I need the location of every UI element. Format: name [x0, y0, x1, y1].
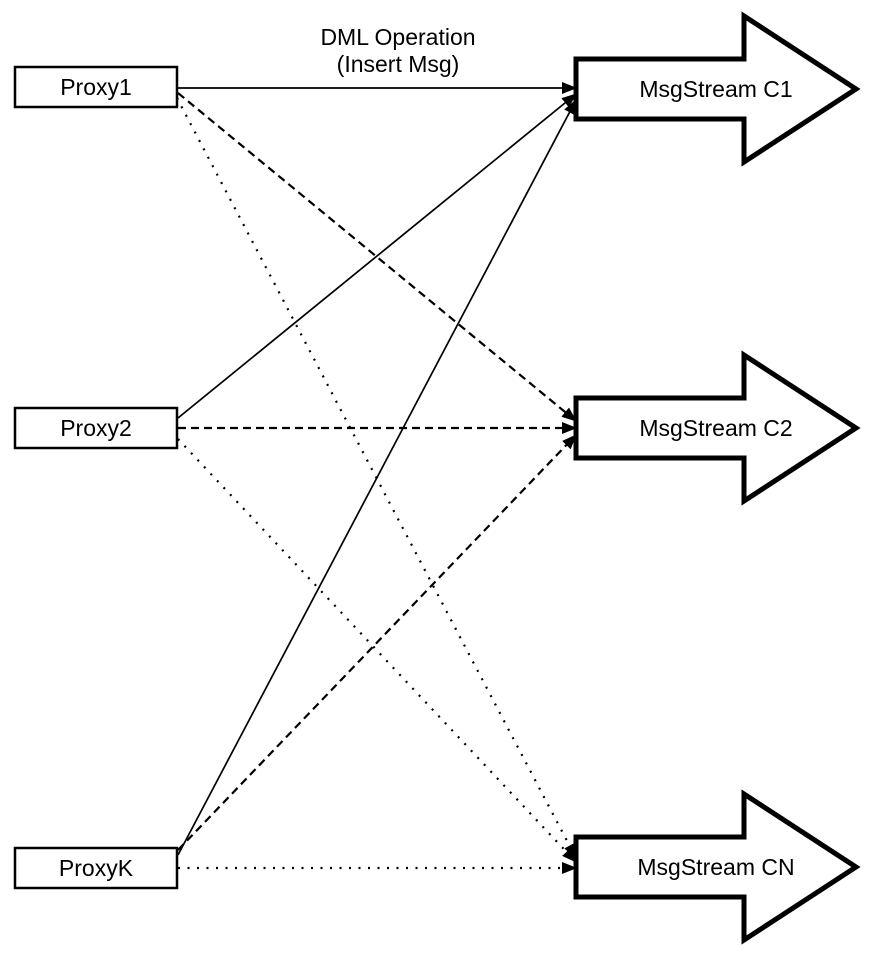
msgstream-c1-label: MsgStream C1	[639, 76, 792, 102]
msgstream-cn-label: MsgStream CN	[637, 854, 794, 880]
proxy2-box	[13, 406, 179, 450]
diagram-title-line1: DML Operation	[320, 24, 475, 50]
proxy2-label: Proxy2	[60, 415, 132, 441]
block-arrow-cn	[573, 789, 861, 945]
proxyk-box	[13, 846, 179, 890]
connector-proxyk-msgstream-c2	[177, 434, 577, 851]
msgstream-c2-label: MsgStream C2	[639, 415, 792, 441]
msgstream-c2-shape: MsgStream C2	[573, 350, 861, 506]
proxy1-label: Proxy1	[60, 74, 132, 100]
diagram-title-line2: (Insert Msg)	[337, 51, 460, 77]
block-arrow-c2	[573, 350, 861, 506]
proxyk-node: ProxyK	[13, 846, 179, 890]
proxy2-node: Proxy2	[13, 406, 179, 450]
msgstream-c1-shape: MsgStream C1	[573, 11, 861, 167]
block-arrow-c1	[573, 11, 861, 167]
proxy1-node: Proxy1	[13, 65, 179, 109]
proxy1-box	[13, 65, 179, 109]
proxyk-label: ProxyK	[59, 855, 134, 881]
connector-proxyk-msgstream-c1	[177, 99, 577, 856]
connector-proxy2-msgstream-cn	[177, 438, 577, 863]
connector-proxy2-msgstream-c1	[177, 93, 577, 419]
msgstream-cn-shape: MsgStream CN	[573, 789, 861, 945]
connector-proxy1-msgstream-c2	[177, 92, 577, 422]
